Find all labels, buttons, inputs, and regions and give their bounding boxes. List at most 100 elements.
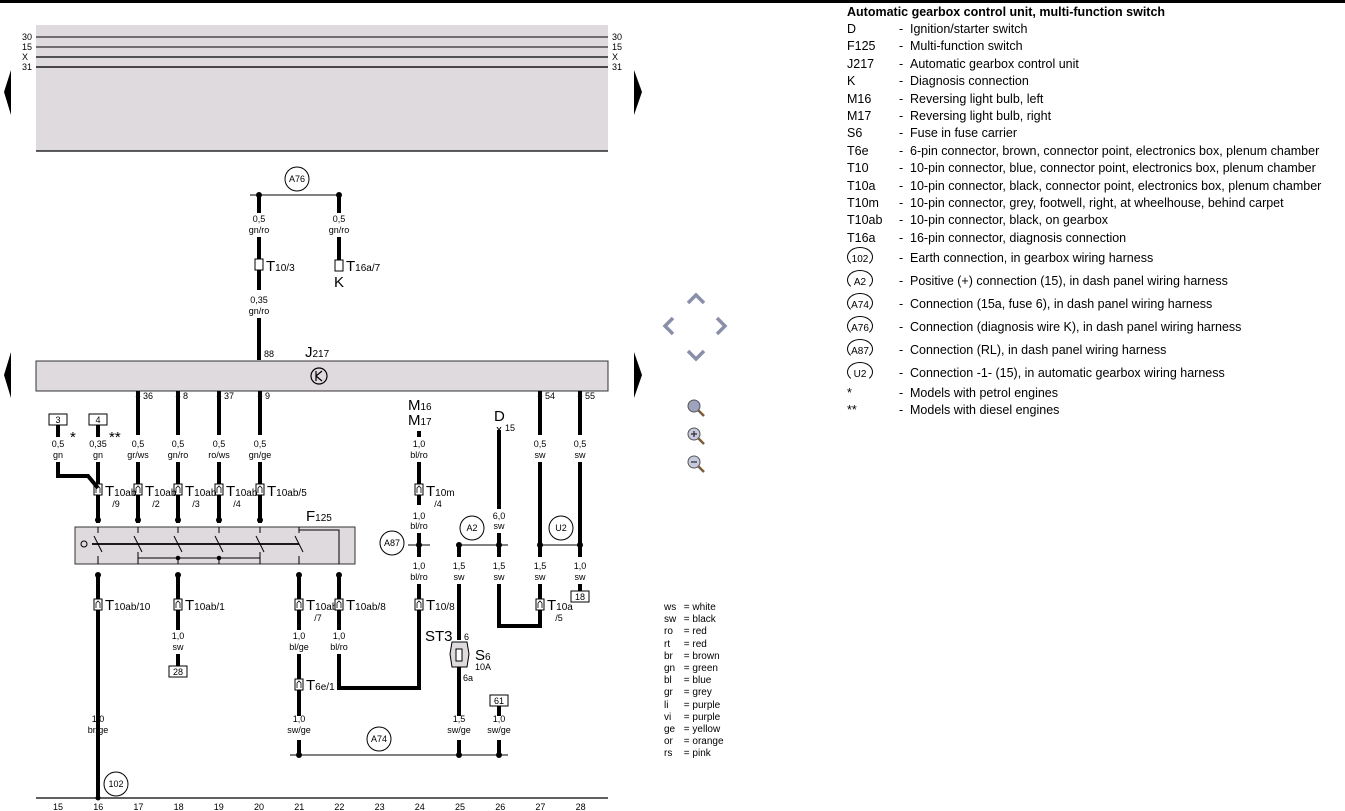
color-abbr: gn (664, 663, 676, 675)
legend-dash: - (899, 39, 904, 54)
connector-pin: /7 (314, 613, 322, 623)
legend-code: ** (847, 403, 857, 418)
equals-sign: = (681, 687, 693, 699)
legend-item: T16a -16-pin connector, diagnosis connect… (847, 230, 1345, 247)
connection-circle-icon: A87 (847, 339, 873, 360)
wire-size: 1,0 (172, 631, 185, 641)
connector-pin: /3 (192, 499, 200, 509)
connector-t10-8: T10/8 (426, 597, 455, 614)
legend-dash: - (899, 320, 904, 335)
pin-number: 55 (585, 391, 595, 401)
junction-a87 (379, 530, 405, 556)
track-number: 27 (535, 802, 545, 811)
junction-a87-label: A87 (384, 538, 400, 548)
color-name: brown (692, 650, 720, 662)
connector-icon (255, 483, 265, 496)
wire-color: gn/ro (249, 306, 270, 316)
legend-dash: - (899, 126, 904, 141)
wire-color: sw (575, 450, 587, 460)
connection-circle-icon: A74 (847, 293, 873, 314)
wire-size: 1,5 (453, 561, 466, 571)
legend-dash: - (899, 230, 904, 245)
legend-code: T10a (847, 178, 876, 193)
legend-dash: - (899, 297, 904, 312)
bus-label-15-right: 15 (612, 42, 622, 52)
connector-icon (414, 483, 424, 496)
color-code-row: or = orange (664, 736, 724, 748)
color-name: purple (692, 711, 721, 723)
connector-pin: /5 (555, 613, 563, 623)
legend-code: T10 (847, 161, 869, 176)
legend-description: Connection -1- (15), in automatic gearbo… (910, 366, 1225, 381)
legend-dash: - (899, 213, 904, 228)
next-page-arrow-icon[interactable] (634, 70, 642, 115)
legend-dash: - (899, 386, 904, 401)
legend-description: 16-pin connector, diagnosis connection (910, 230, 1127, 245)
wire-color: gr/ws (127, 450, 149, 460)
diagnosis-label-k: K (334, 274, 344, 291)
legend-item: K-Diagnosis connection (847, 73, 1345, 90)
junction-a74 (366, 726, 392, 752)
connector-t10ab-1: T10ab/1 (185, 597, 225, 614)
legend-item: F125-Multi-function switch (847, 38, 1345, 55)
equals-sign: = (681, 748, 693, 760)
wiring-diagram: 30 15 X 31 30 15 X 31 A76 0,5 gn/ro 0,5 … (4, 25, 642, 811)
next-page-arrow-lower-icon[interactable] (634, 352, 642, 398)
junction-a76-label: A76 (289, 174, 305, 184)
junction-a74-label: A74 (371, 734, 387, 744)
wire-size: 1,0 (574, 561, 587, 571)
wire-size: 1,5 (534, 561, 547, 571)
legend-dash: - (899, 91, 904, 106)
legend-dash: - (899, 274, 904, 289)
connector-t10ab-7: T10ab (306, 597, 338, 614)
zoom-icon[interactable] (684, 396, 708, 420)
equals-sign: = (681, 724, 693, 736)
junction-a2 (459, 515, 485, 541)
wire-size: 1,0 (333, 631, 346, 641)
reference-box (168, 665, 188, 678)
legend-code: S6 (847, 126, 863, 141)
zoom-out-icon[interactable] (684, 452, 708, 476)
connector-icon (334, 598, 344, 611)
prev-page-arrow-icon[interactable] (4, 70, 11, 115)
navigation-panel (656, 286, 736, 486)
fuse-s6-label: S6 (475, 647, 491, 664)
wire-color: gn/ro (329, 225, 350, 235)
connector-t16a-7: T16a/7 (346, 258, 381, 275)
zoom-in-icon[interactable] (684, 424, 708, 448)
legend-item: M17-Reversing light bulb, right (847, 108, 1345, 125)
connection-circle-icon: A76 (847, 316, 873, 337)
prev-page-arrow-lower-icon[interactable] (4, 352, 11, 398)
connector-t10m: T10m (426, 483, 455, 500)
fuse-icon (455, 648, 463, 662)
track-number: 19 (214, 802, 224, 811)
legend-dash: - (899, 251, 904, 266)
pan-left-icon[interactable] (658, 314, 682, 338)
legend-code: T16a (847, 230, 876, 245)
junction-dot (257, 517, 263, 523)
wire-color: gn (93, 450, 103, 460)
legend-description: Multi-function switch (910, 39, 1023, 54)
track-number: 16 (93, 802, 103, 811)
color-name: yellow (692, 724, 721, 736)
legend-item: A87-Connection (RL), in dash panel wirin… (847, 339, 1345, 362)
wire-color: bl/ge (289, 642, 309, 652)
pan-right-icon[interactable] (708, 314, 732, 338)
electronic-symbol-icon (310, 367, 328, 385)
wire-color: bl/ro (330, 642, 348, 652)
color-abbr: ws (664, 602, 677, 613)
wire-size: 1,0 (293, 631, 306, 641)
connector-t10ab: T10ab (145, 483, 177, 500)
equals-sign: = (681, 626, 693, 638)
legend-dash: - (899, 343, 904, 358)
legend-code: T6e (847, 143, 869, 158)
color-name: purple (692, 699, 721, 711)
legend-item: S6-Fuse in fuse carrier (847, 125, 1345, 142)
legend-title: Automatic gearbox control unit, multi-fu… (847, 5, 1166, 19)
legend-item: A76-Connection (diagnosis wire K), in da… (847, 316, 1345, 339)
pan-down-icon[interactable] (684, 342, 708, 366)
color-code-row: vi = purple (664, 712, 724, 724)
pan-up-icon[interactable] (684, 288, 708, 312)
